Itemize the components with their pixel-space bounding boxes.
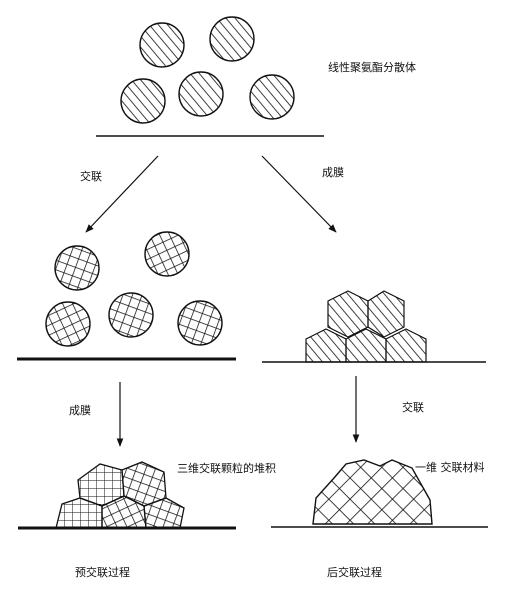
linear-particle [209,16,255,62]
linear-particle [249,74,295,120]
linear-particle [139,22,185,68]
network-shape [312,459,433,525]
film-cell [327,290,369,338]
label-crosslink-left: 交联 [80,170,102,183]
label-pre-crosslink: 预交联过程 [75,566,130,579]
crosslinked-particle [108,292,154,338]
crosslinked-particle [177,300,223,346]
arrow-crosslink-left [85,155,159,233]
linear-film [305,290,427,363]
arrow-film-right [261,155,337,233]
crosslinked-particle [45,301,91,347]
crosslinked-particle [144,231,190,277]
linear-particles [120,16,295,124]
film-cell [385,328,427,363]
crosslinked-particles [45,231,223,347]
label-film-right: 成膜 [322,166,344,179]
stacked-cell [143,497,185,529]
linear-particle [178,71,224,117]
label-network-material: 一维 交联材料 [415,461,485,474]
label-film-left: 成膜 [69,404,91,417]
label-crosslink-right: 交联 [402,401,424,414]
film-cell [305,328,347,363]
label-linear-dispersion: 线性聚氨酯分散体 [328,61,416,74]
crosslinked-particle [54,245,100,291]
linear-particle [120,78,166,124]
label-stacked-particles: 三维交联颗粒的堆积 [177,462,276,475]
label-post-crosslink: 后交联过程 [327,566,382,579]
network-material [312,459,433,525]
film-cell [367,290,405,338]
stacked-particles [55,461,185,529]
